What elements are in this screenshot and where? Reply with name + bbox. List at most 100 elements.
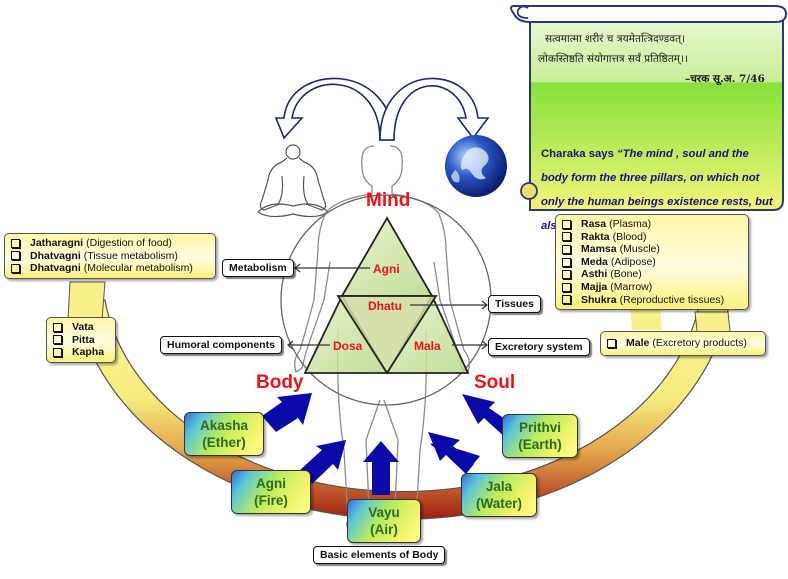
checkbox-icon [562, 282, 571, 292]
triangle-label-dosa: Dosa [333, 339, 363, 353]
gloss: (Reproductive tissues) [619, 293, 725, 306]
element-meaning: (Water) [476, 496, 522, 511]
element-name: Prithvi [518, 420, 561, 435]
verse-citation: –चरक सू.अ. 7/46 [685, 73, 765, 85]
checkbox-icon [53, 335, 62, 345]
term: Rakta [581, 230, 610, 243]
tissue-list: Rasa(Plasma) Rakta(Blood) Mamsa(Muscle) … [555, 214, 749, 311]
term: Asthi [581, 268, 608, 281]
element-name: Agni [256, 476, 286, 491]
checkbox-icon [11, 238, 20, 248]
curved-arrow-left-icon [274, 77, 395, 141]
term: Male [626, 337, 650, 349]
list-item: Asthi(Bone) [562, 268, 742, 281]
element-meaning: (Earth) [518, 437, 562, 452]
list-item: Male(Excretory products) [607, 337, 759, 350]
list-item: Majja(Marrow) [562, 281, 742, 294]
mala-list: Male(Excretory products) [600, 331, 766, 356]
element-akasha: Akasha (Ether) [184, 412, 264, 456]
element-meaning: (Fire) [254, 493, 288, 508]
term: Pitta [72, 333, 95, 346]
checkbox-icon [562, 232, 571, 242]
earth-globe-icon [445, 135, 507, 197]
checkbox-icon [562, 295, 571, 305]
checkbox-icon [53, 322, 62, 332]
gloss: (Excretory products) [652, 337, 747, 349]
term: Dhatvagni [30, 249, 81, 262]
term: Jatharagni [30, 237, 84, 249]
term: Meda [581, 255, 608, 268]
term: Vata [72, 321, 94, 333]
term: Dhatvagni [30, 262, 81, 275]
agni-arrow [300, 440, 346, 484]
triangles [303, 216, 470, 375]
gloss: (Tissue metabolism) [83, 249, 178, 262]
checkbox-icon [53, 347, 62, 357]
label-basic-elements: Basic elements of Body [313, 546, 446, 564]
gloss: (Muscle) [619, 243, 660, 256]
element-name: Akasha [199, 418, 249, 433]
element-name: Jala [485, 479, 513, 494]
pillar-mind: Mind [366, 190, 411, 211]
checkbox-icon [11, 251, 20, 261]
metabolism-list: Jatharagni(Digestion of food) Dhatvagni(… [4, 233, 216, 279]
term: Rasa [581, 218, 607, 230]
checkbox-icon [562, 219, 571, 229]
term: Kapha [72, 346, 105, 359]
scroll-panel [510, 5, 788, 211]
element-meaning: (Ether) [202, 435, 246, 450]
pillar-soul: Soul [474, 372, 516, 393]
checkbox-icon [562, 270, 571, 280]
list-item: Dhatvagni(Tissue metabolism) [11, 250, 209, 263]
pillar-body: Body [256, 372, 304, 393]
dosha-list: Vata Pitta Kapha [46, 317, 116, 363]
sanskrit-verse-line-1: सत्वमात्मा शरीरं च त्रयमेतत्त्रिदण्डवत्। [545, 33, 686, 45]
checkbox-icon [562, 257, 571, 267]
term: Majja [581, 280, 608, 293]
element-prithvi: Prithvi (Earth) [502, 414, 578, 458]
list-item: Meda(Adipose) [562, 256, 742, 269]
list-item: Pitta [53, 334, 109, 347]
list-item: Jatharagni(Digestion of food) [11, 237, 209, 250]
meditating-person-icon [257, 144, 329, 218]
checkbox-icon [11, 263, 20, 273]
quote-prefix: Charaka says [541, 148, 617, 160]
list-item: Mamsa(Muscle) [562, 243, 742, 256]
gloss: (Marrow) [610, 280, 653, 293]
triangle-label-mala: Mala [414, 339, 441, 353]
label-excretory-system: Excretory system [488, 338, 590, 356]
triangle-label-agni: Agni [373, 262, 400, 276]
list-item: Shukra(Reproductive tissues) [562, 294, 742, 307]
gloss: (Bone) [610, 268, 642, 281]
gloss: (Adipose) [610, 255, 656, 268]
gloss: (Blood) [612, 230, 647, 243]
element-vayu: Vayu (Air) [347, 499, 421, 543]
akasha-arrow [262, 393, 312, 432]
checkbox-icon [562, 244, 571, 254]
element-name: Vayu [368, 505, 400, 520]
triangle-center [336, 295, 438, 375]
list-item: Kapha [53, 346, 109, 359]
gloss: (Plasma) [609, 218, 652, 230]
vayu-arrow [363, 441, 399, 495]
list-item: Rakta(Blood) [562, 231, 742, 244]
triangle-label-dhatu: Dhatu [368, 299, 402, 313]
element-agni: Agni (Fire) [231, 470, 311, 514]
checkbox-icon [607, 338, 616, 348]
label-metabolism: Metabolism [222, 259, 294, 277]
element-meaning: (Air) [370, 522, 398, 537]
triangle-mind [340, 216, 434, 297]
list-item: Rasa(Plasma) [562, 218, 742, 231]
gloss: (Digestion of food) [86, 237, 172, 249]
list-item: Dhatvagni(Molecular metabolism) [11, 262, 209, 275]
element-jala: Jala (Water) [461, 473, 537, 517]
label-tissues: Tissues [488, 295, 541, 313]
term: Mamsa [581, 243, 617, 256]
sanskrit-verse-line-2: लोकस्तिष्ठति संयोगात्तत्र सर्वं प्रतिष्ठ… [538, 53, 688, 65]
gloss: (Molecular metabolism) [83, 262, 193, 275]
label-humoral-components: Humoral components [160, 336, 282, 354]
curved-arrow-right-icon [379, 77, 490, 141]
term: Shukra [581, 293, 617, 306]
list-item: Vata [53, 321, 109, 334]
